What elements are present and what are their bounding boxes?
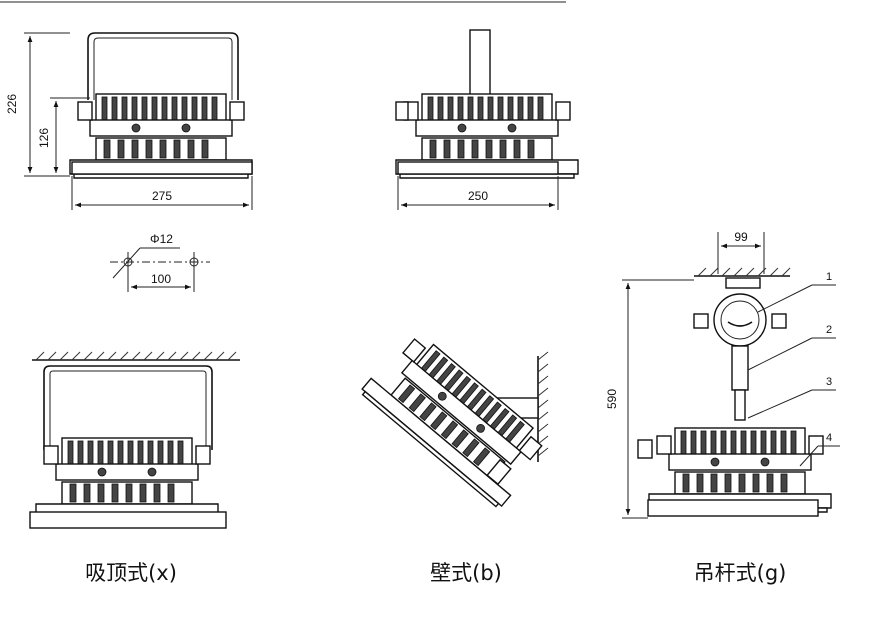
hole-spacing-label: 100	[151, 272, 171, 286]
wall-elevation	[395, 29, 579, 179]
ceiling-mount-view	[29, 351, 240, 529]
caption-ceiling: 吸顶式(x)	[85, 561, 177, 585]
wall-width-label: 250	[468, 189, 488, 203]
dim-body-height-label: 126	[37, 128, 51, 148]
dim-99: 99	[717, 230, 765, 274]
dim-width-label: 275	[152, 189, 172, 203]
callout-4: 4	[826, 432, 832, 444]
caption-wall: 壁式(b)	[430, 561, 502, 585]
pendant-top-width-label: 99	[734, 230, 748, 244]
callouts: 1 2 3 4	[747, 271, 840, 467]
callout-1: 1	[826, 271, 832, 283]
caption-pendant: 吊杆式(g)	[694, 561, 787, 585]
dim-275: 275	[71, 176, 253, 210]
hole-pattern: Φ12 100	[110, 232, 210, 292]
ceiling-elevation	[69, 32, 253, 179]
hole-diameter-label: Φ12	[150, 232, 173, 246]
dim-590: 590	[605, 279, 694, 519]
dim-total-height-label: 226	[5, 94, 19, 114]
callout-3: 3	[826, 376, 832, 388]
pendant-total-height-label: 590	[605, 389, 619, 409]
dim-226: 226	[5, 32, 70, 177]
dim-250: 250	[397, 176, 559, 210]
pendant-mount-view	[637, 267, 832, 517]
callout-2: 2	[826, 324, 832, 336]
wall-mount-view	[358, 327, 554, 510]
dim-126: 126	[37, 97, 90, 173]
